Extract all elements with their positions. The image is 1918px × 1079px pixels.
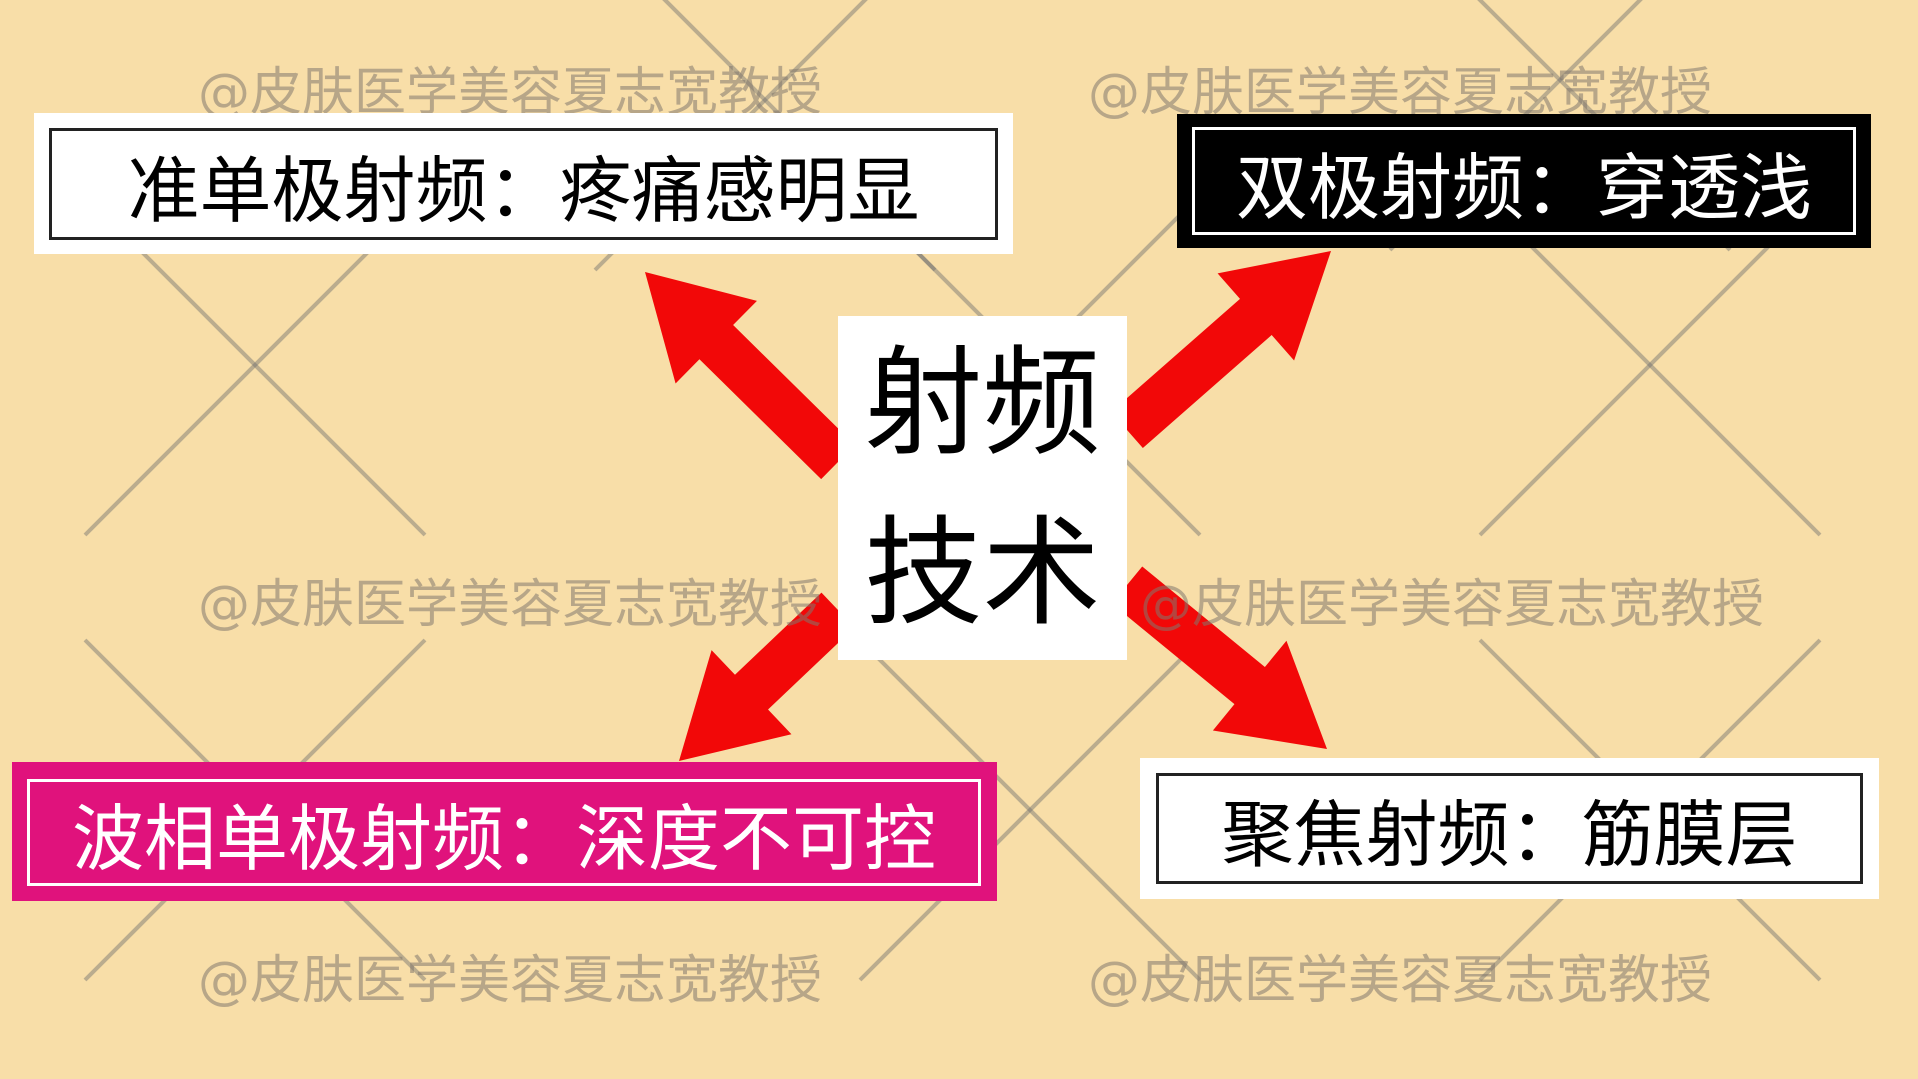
arrow-top-right-icon <box>1111 251 1331 449</box>
center-node: 射频 技术 <box>838 316 1127 660</box>
arrow-bottom-left-icon <box>679 592 855 761</box>
box-quasi-monopolar-rf: 准单极射频：疼痛感明显 <box>34 113 1013 254</box>
box-phase-monopolar-rf: 波相单极射频：深度不可控 <box>12 762 997 901</box>
box-label: 波相单极射频：深度不可控 <box>27 779 981 886</box>
box-label: 准单极射频：疼痛感明显 <box>49 128 998 240</box>
box-label: 双极射频：穿透浅 <box>1192 127 1856 235</box>
watermark-x-line <box>858 638 1202 982</box>
arrow-bottom-right-icon <box>1111 566 1327 749</box>
watermark-text: @皮肤医学美容夏志宽教授 <box>1087 63 1713 123</box>
box-bipolar-rf: 双极射频：穿透浅 <box>1177 114 1871 248</box>
watermark-text: @皮肤医学美容夏志宽教授 <box>197 951 823 1011</box>
arrows <box>645 251 1331 761</box>
center-line-2: 技术 <box>864 504 1101 642</box>
watermark-x-line <box>1478 193 1822 537</box>
center-line-1: 射频 <box>864 334 1101 472</box>
arrow-top-left-icon <box>645 272 855 480</box>
watermark-text: @皮肤医学美容夏志宽教授 <box>1087 951 1713 1011</box>
box-label: 聚焦射频：筋膜层 <box>1156 773 1863 884</box>
watermark-text: @皮肤医学美容夏志宽教授 <box>197 575 823 635</box>
watermark-text: @皮肤医学美容夏志宽教授 <box>1139 575 1765 635</box>
watermark-x-line <box>1478 193 1822 537</box>
watermark-x-line <box>858 638 1202 982</box>
box-focused-rf: 聚焦射频：筋膜层 <box>1140 758 1879 899</box>
